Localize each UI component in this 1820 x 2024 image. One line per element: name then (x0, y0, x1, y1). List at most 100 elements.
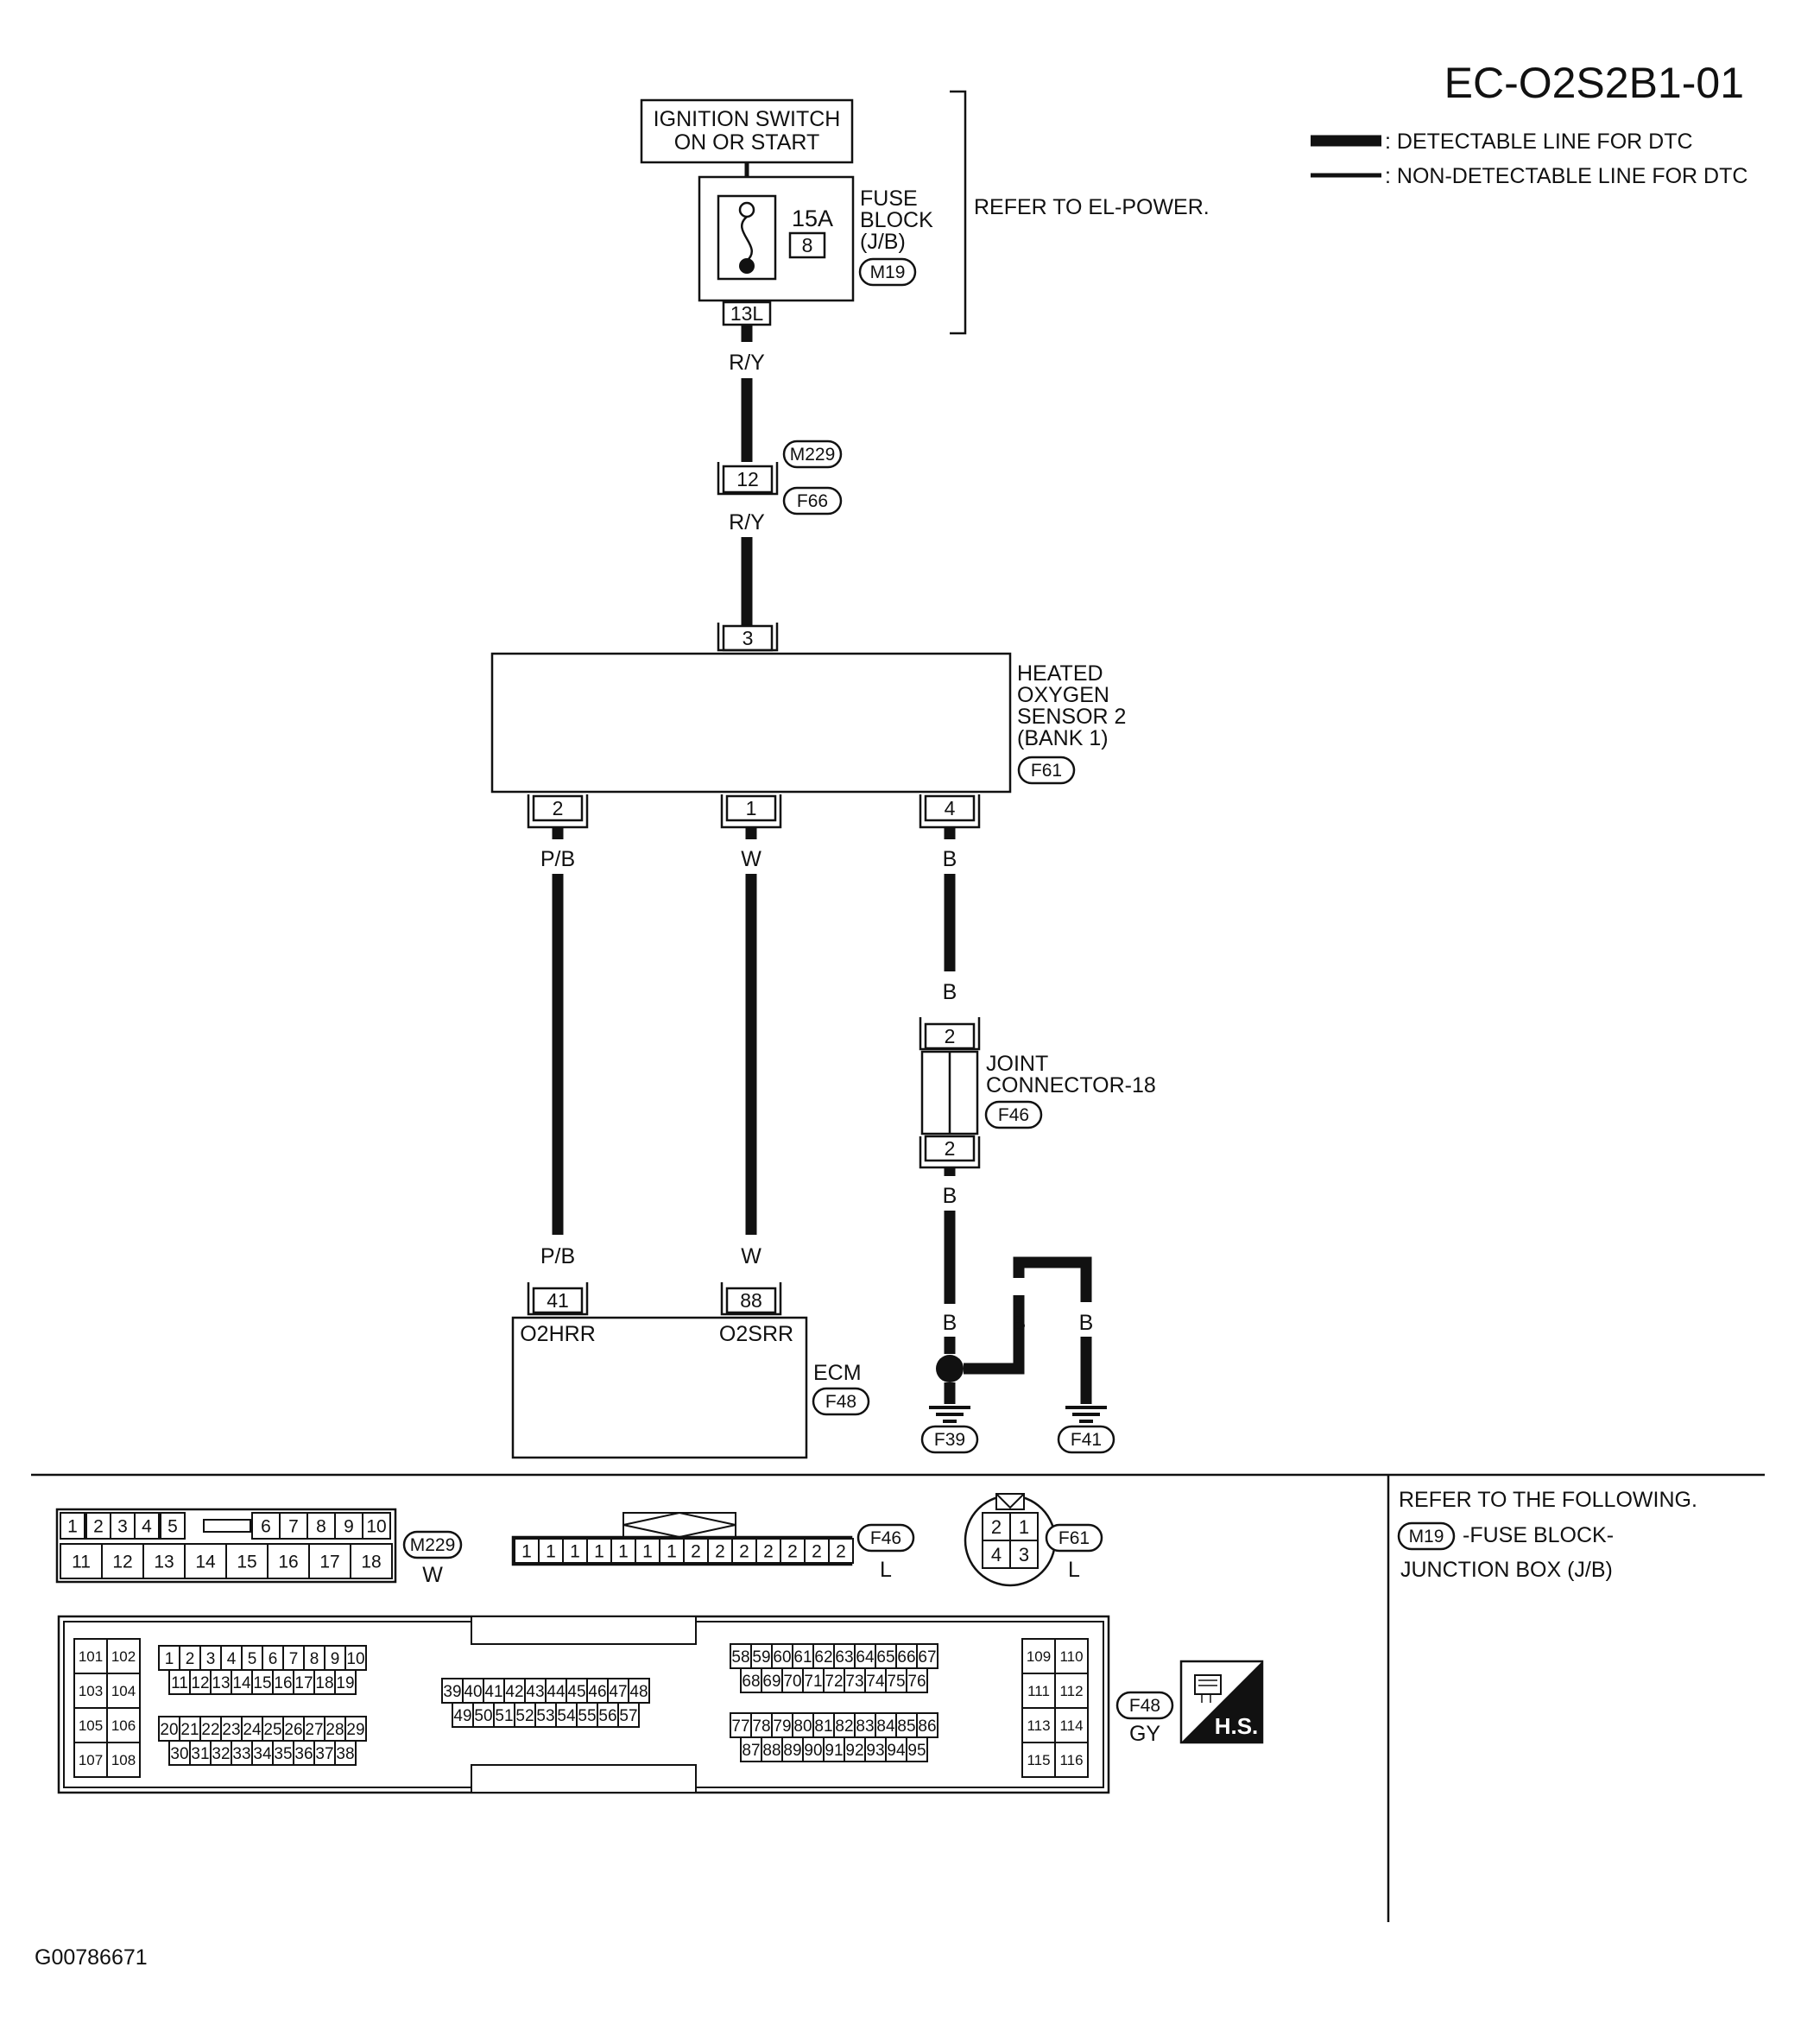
footer-id: G00786671 (35, 1945, 148, 1970)
fuse-block-label-line3: (J/B) (860, 230, 906, 254)
refer-m19-id: M19 (1409, 1527, 1444, 1546)
f48-pin-cell (344, 1716, 367, 1742)
wire-color-pb-lower: P/B (540, 1244, 575, 1268)
f48-pin-label: 53 (536, 1707, 554, 1725)
m229-pin-label: 3 (117, 1517, 128, 1537)
f48-pin-label: 18 (315, 1674, 333, 1692)
f48-pin-cell (844, 1736, 866, 1762)
f48-pin-cell (452, 1702, 474, 1728)
f46-pin-cell (828, 1538, 854, 1564)
f48-pin-label: 65 (876, 1648, 894, 1667)
m229-pin-cell (60, 1512, 85, 1540)
f48-pin-label: 11 (171, 1674, 188, 1692)
f46-pin-cell (562, 1538, 588, 1564)
f48-pin-label: 21 (180, 1721, 199, 1739)
ground-f39-badge (920, 1425, 979, 1454)
f48-pin-label: 46 (588, 1683, 606, 1701)
f48-pin-label: 26 (284, 1721, 302, 1739)
f48-pin-label: 8 (310, 1650, 319, 1668)
f48-pin-label: 3 (206, 1650, 216, 1668)
refer-m19-badge (1397, 1521, 1456, 1551)
f48-pin-label: 74 (866, 1673, 885, 1691)
f48-pin-cell (462, 1678, 484, 1704)
f48-pin-label: 49 (453, 1707, 471, 1725)
harness-lower-id: F66 (797, 491, 828, 511)
f48-pin-label: 7 (289, 1650, 299, 1668)
refer-el-power: REFER TO EL-POWER. (974, 195, 1210, 219)
f46-pin-label: 2 (787, 1542, 798, 1562)
f48-pin-label: 79 (773, 1717, 791, 1736)
f48-pin-label: 92 (845, 1742, 863, 1760)
f48-pin-label: 25 (263, 1721, 281, 1739)
f61-pin-label: 2 (991, 1516, 1002, 1538)
f61-pin-label: 1 (1019, 1516, 1029, 1538)
m229-pin-cell (362, 1512, 391, 1540)
f48-pin-label: 24 (243, 1721, 262, 1739)
f48-pin-label: 4 (227, 1650, 237, 1668)
f48-pin-label: 89 (783, 1742, 801, 1760)
ecm-pin-88: 88 (740, 1289, 762, 1312)
f48-pin-label: 93 (866, 1742, 884, 1760)
m229-pin-label: 12 (112, 1553, 132, 1572)
f46-pin-cell (780, 1538, 806, 1564)
f46-pin-label: 1 (521, 1542, 532, 1562)
sensor-pin-1: 1 (746, 797, 757, 819)
f48-pin-label: 50 (474, 1707, 492, 1725)
f48-pin-label: 95 (907, 1742, 926, 1760)
f48-pin-label: 62 (814, 1648, 832, 1667)
m229-pin-label: 18 (361, 1553, 381, 1572)
f48-pin-label: 67 (918, 1648, 936, 1667)
m229-pin-label: 8 (316, 1517, 326, 1537)
m229-pin-label: 5 (167, 1517, 178, 1537)
f48-pin-cell (272, 1740, 294, 1766)
fuse-block-connector-id: M19 (870, 262, 906, 282)
f48-pin-label: 88 (762, 1742, 780, 1760)
ecm: 41 88 O2HRR O2SRR (511, 1282, 808, 1459)
wire-color-b-6: B (1079, 1311, 1094, 1335)
f48-pin-label: 86 (918, 1717, 936, 1736)
f46-pin-label: 2 (715, 1542, 725, 1562)
m229-id: M229 (410, 1535, 456, 1555)
f48-pin-label: 83 (856, 1717, 874, 1736)
f46-color: L (880, 1558, 892, 1582)
f48-pin-label: 106 (111, 1717, 136, 1734)
f46-id: F46 (870, 1528, 901, 1548)
f48-pin-label: 81 (814, 1717, 832, 1736)
f48-pin-cell (179, 1716, 201, 1742)
f48-pin-cell (199, 1645, 222, 1671)
f48-pin-cell (823, 1667, 845, 1693)
m229-lock-icon (203, 1519, 251, 1533)
m229-pin-label: 4 (142, 1517, 152, 1537)
sensor-label-line4: (BANK 1) (1017, 726, 1109, 750)
f48-pin-label: 54 (557, 1707, 576, 1725)
ignition-switch: IGNITION SWITCH ON OR START (640, 98, 854, 164)
f48-pin-label: 63 (835, 1648, 853, 1667)
refer-junction-box: JUNCTION BOX (J/B) (1400, 1558, 1613, 1582)
m229-pin-label: 1 (67, 1517, 78, 1537)
f48-pin-label: 102 (111, 1648, 136, 1665)
f48-pin-label: 15 (253, 1674, 271, 1692)
f48-pin-label: 70 (783, 1673, 801, 1691)
wire-color-w-upper: W (741, 847, 761, 871)
f48-pin-label: 14 (232, 1674, 251, 1692)
f48-pin-label: 58 (731, 1648, 749, 1667)
f48-pin-label: 66 (897, 1648, 915, 1667)
f61-pin-label: 3 (1019, 1544, 1029, 1565)
fuse-block-label-line1: FUSE (860, 187, 918, 211)
joint-connector-id: F46 (998, 1105, 1029, 1125)
f46-pin-label: 1 (667, 1542, 677, 1562)
f46-pin-cell (538, 1538, 564, 1564)
f48-pin-cell (472, 1702, 495, 1728)
refer-following: REFER TO THE FOLLOWING. (1399, 1488, 1697, 1512)
m229-pin-label: 9 (344, 1517, 354, 1537)
f48-pin-label: 43 (526, 1683, 544, 1701)
f48-pin-label: 73 (845, 1673, 863, 1691)
f48-pin-cell (210, 1669, 232, 1695)
f48-pin-label: 27 (305, 1721, 323, 1739)
f48-pin-cell (334, 1669, 357, 1695)
heated-oxygen-sensor: 3 2 1 4 (490, 623, 1012, 829)
f48-pin-cell (730, 1712, 752, 1738)
f48-pin-cell (792, 1643, 814, 1669)
ecm-terminal-o2hrr: O2HRR (520, 1322, 596, 1346)
